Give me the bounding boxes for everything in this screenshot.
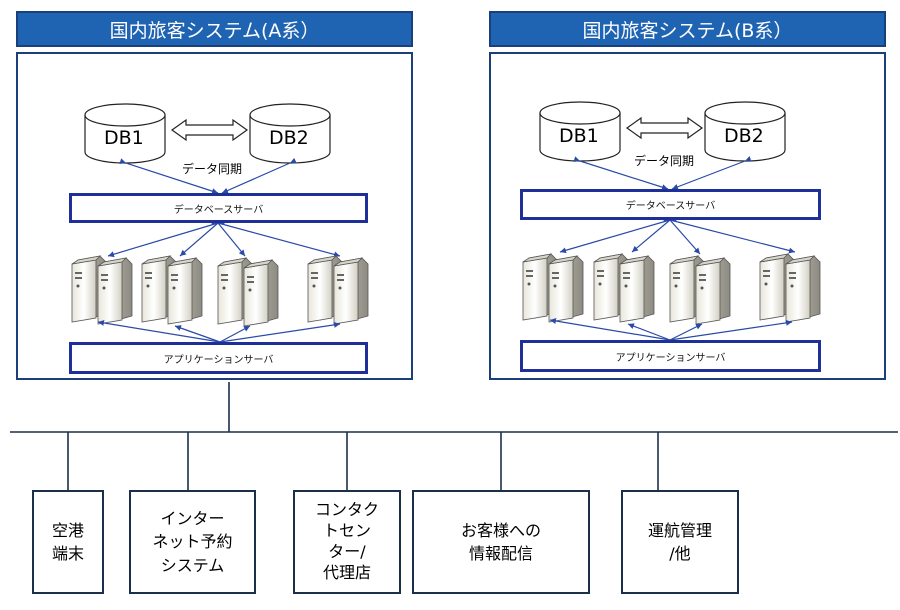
db-server-box-a: データベースサーバ [69,193,368,223]
sync-label-b: データ同期 [634,154,695,168]
db2-cylinder-b [704,101,786,162]
db-server-box-b: データベースサーバ [520,189,821,220]
terminal-internet-booking: インター ネット予約 システム [129,490,256,594]
server-pair-b1 [523,254,583,322]
server-pair-a3 [218,258,278,326]
app-server-box-a: アプリケーションサーバ [69,342,368,374]
system-a-title: 国内旅客システム(A系） [16,11,413,47]
sync-double-arrow-a [170,118,249,142]
system-b-graphics [523,101,820,341]
server-pair-a1 [72,256,132,324]
db1-label-a: DB1 [104,127,144,149]
app-server-label-b: アプリケーションサーバ [615,352,726,364]
server-pair-b3 [670,256,730,324]
system-a-title-text: 国内旅客システム(A系） [109,19,320,42]
db-server-label-b: データベースサーバ [625,201,716,212]
sync-label-a: データ同期 [182,162,243,176]
server-pair-a2 [142,256,202,324]
terminal-contact-center: コンタク トセン ター/ 代理店 [293,490,401,594]
sync-double-arrow-b [625,116,704,140]
db1-label-b: DB1 [559,125,599,147]
server-pair-b2 [594,254,654,322]
server-pair-b4 [760,254,820,322]
app-server-label-a: アプリケーションサーバ [163,354,274,366]
db2-label-b: DB2 [724,125,764,147]
db-server-label-a: データベースサーバ [173,204,264,216]
network-lines [10,382,898,490]
system-b-title: 国内旅客システム(B系） [489,11,886,47]
terminal-customer-info: お客様への 情報配信 [412,490,590,594]
app-server-box-b: アプリケーションサーバ [520,340,821,372]
db2-cylinder-a [249,103,331,164]
server-pair-a4 [308,256,368,324]
system-b-title-text: 国内旅客システム(B系） [582,19,793,42]
terminal-flight-ops: 運航管理 /他 [621,490,739,594]
db2-label-a: DB2 [269,127,309,149]
terminal-airport: 空港 端末 [32,490,104,594]
system-a-graphics [72,103,368,343]
